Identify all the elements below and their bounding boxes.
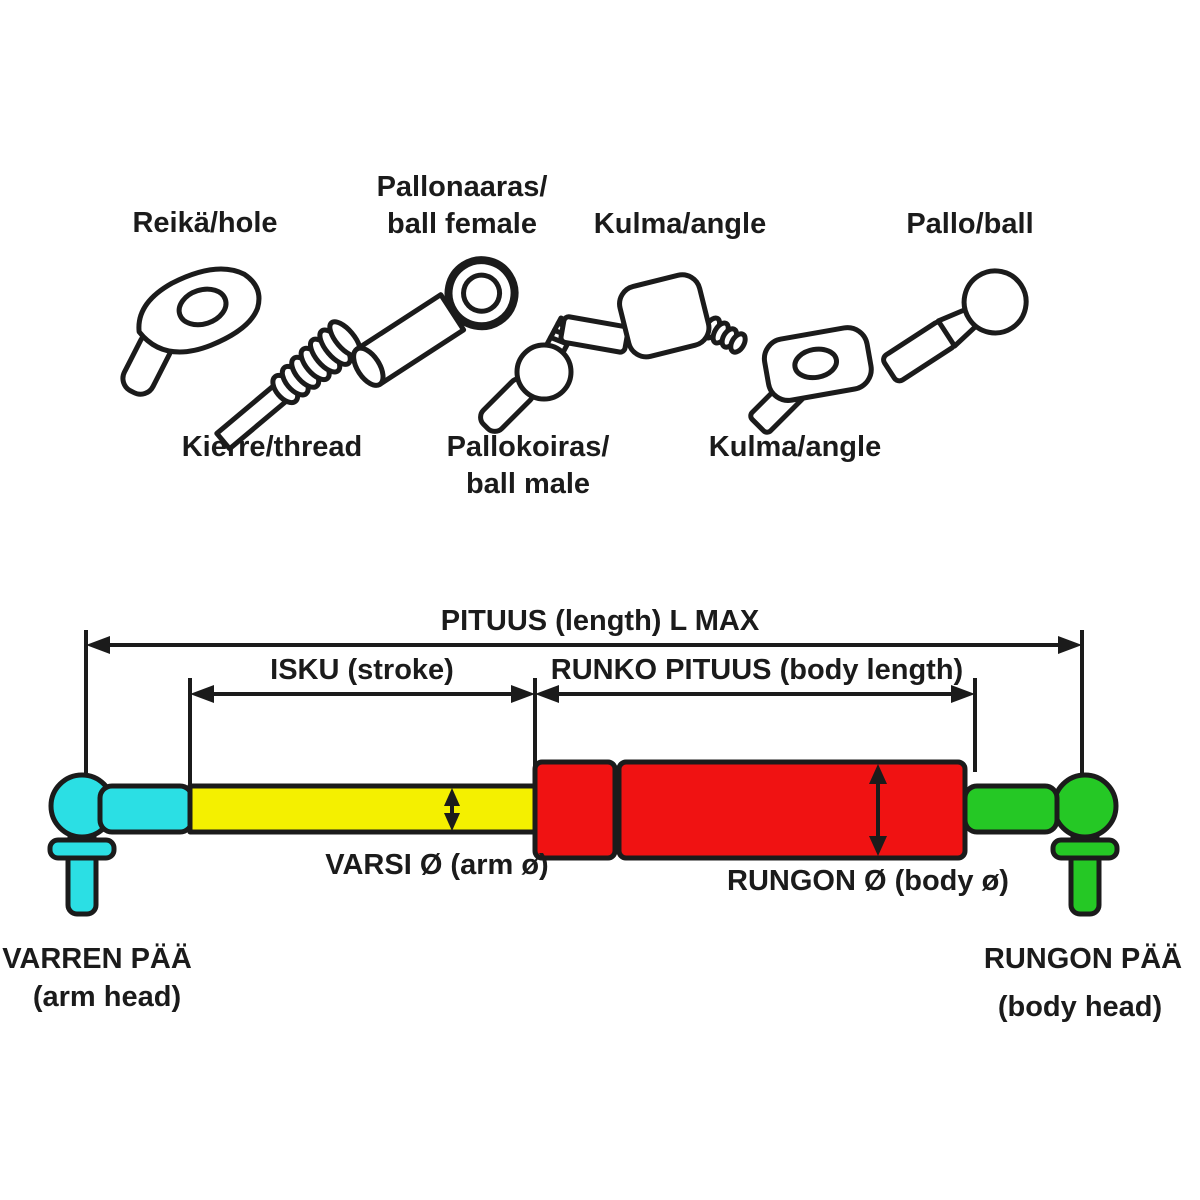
label-ball: Pallo/ball (906, 208, 1033, 240)
label-angle-top: Kulma/angle (594, 208, 766, 240)
body-cylinder-main (616, 759, 968, 861)
ball-female-tube-cap (351, 345, 386, 388)
body-head-pin (1068, 849, 1102, 917)
arm-head-fitting (47, 772, 117, 917)
ball-female-end-illustration (351, 256, 519, 388)
dim-stroke: ISKU (stroke) (188, 654, 537, 800)
dim-label-stroke: ISKU (stroke) (270, 654, 454, 686)
label-ball-male-line2: ball male (466, 468, 590, 500)
angle-top-block (617, 272, 712, 360)
angle-top-rod (558, 314, 631, 355)
dim-arm-diameter: VARSI Ø (arm ø) (325, 788, 549, 881)
thread-end-illustration (214, 319, 363, 452)
ball-female-ring-inner (461, 272, 503, 314)
arm-head-pin (65, 849, 99, 917)
arrowhead-down (444, 813, 460, 831)
label-ball-male-line1: Pallokoiras/ (447, 431, 610, 463)
arrowhead-left (190, 685, 214, 703)
label-ball-female-line2: ball female (387, 208, 537, 240)
body-cylinder-front (532, 759, 618, 861)
label-angle-bottom: Kulma/angle (709, 431, 881, 463)
arrowhead-left (535, 685, 559, 703)
arm-head-flange (47, 837, 117, 861)
ball-end-illustration (881, 268, 1029, 384)
angle-bottom-end-illustration (748, 325, 874, 435)
dim-label-body-length: RUNKO PITUUS (body length) (551, 654, 963, 686)
label-ball-female-line1: Pallonaaras/ (377, 171, 548, 203)
hole-end-illustration (120, 266, 262, 397)
arrowhead-up (869, 764, 887, 784)
arrowhead-down (869, 836, 887, 856)
label-body-head-line1: RUNGON PÄÄ (984, 942, 1182, 975)
arrowhead-right (1058, 636, 1082, 654)
dim-label-total-length: PITUUS (length) L MAX (441, 605, 760, 637)
arrowhead-left (86, 636, 110, 654)
gas-spring-drawing (47, 759, 1120, 917)
label-body-head-line2: (body head) (998, 991, 1162, 1023)
arrowhead-right (511, 685, 535, 703)
body-head-flange (1050, 837, 1120, 861)
body-head-connector (962, 783, 1060, 835)
dim-label-arm-diameter: VARSI Ø (arm ø) (325, 849, 548, 881)
arrowhead-right (951, 685, 975, 703)
dim-label-body-diameter: RUNGON Ø (body ø) (727, 865, 1009, 897)
angle-top-end-illustration (558, 272, 748, 360)
arrowhead-up (444, 788, 460, 806)
label-arm-head-line2: (arm head) (33, 981, 181, 1013)
arm-rod (187, 783, 538, 835)
angle-bottom-hole (792, 346, 840, 381)
body-head-fitting (1050, 772, 1120, 917)
body-head-ball (1051, 772, 1119, 840)
label-thread: Kierre/thread (182, 431, 363, 463)
label-arm-head-line1: VARREN PÄÄ (2, 942, 192, 975)
eyelet-hole (176, 286, 229, 328)
arm-head-connector (97, 783, 195, 835)
label-hole: Reikä/hole (132, 207, 277, 239)
dim-body-diameter: RUNGON Ø (body ø) (727, 764, 1009, 897)
ball-stud-ball (961, 268, 1029, 336)
ball-male-socket (514, 342, 574, 402)
dim-body-length: RUNKO PITUUS (body length) (535, 654, 977, 772)
dim-total-length: PITUUS (length) L MAX (84, 605, 1084, 796)
